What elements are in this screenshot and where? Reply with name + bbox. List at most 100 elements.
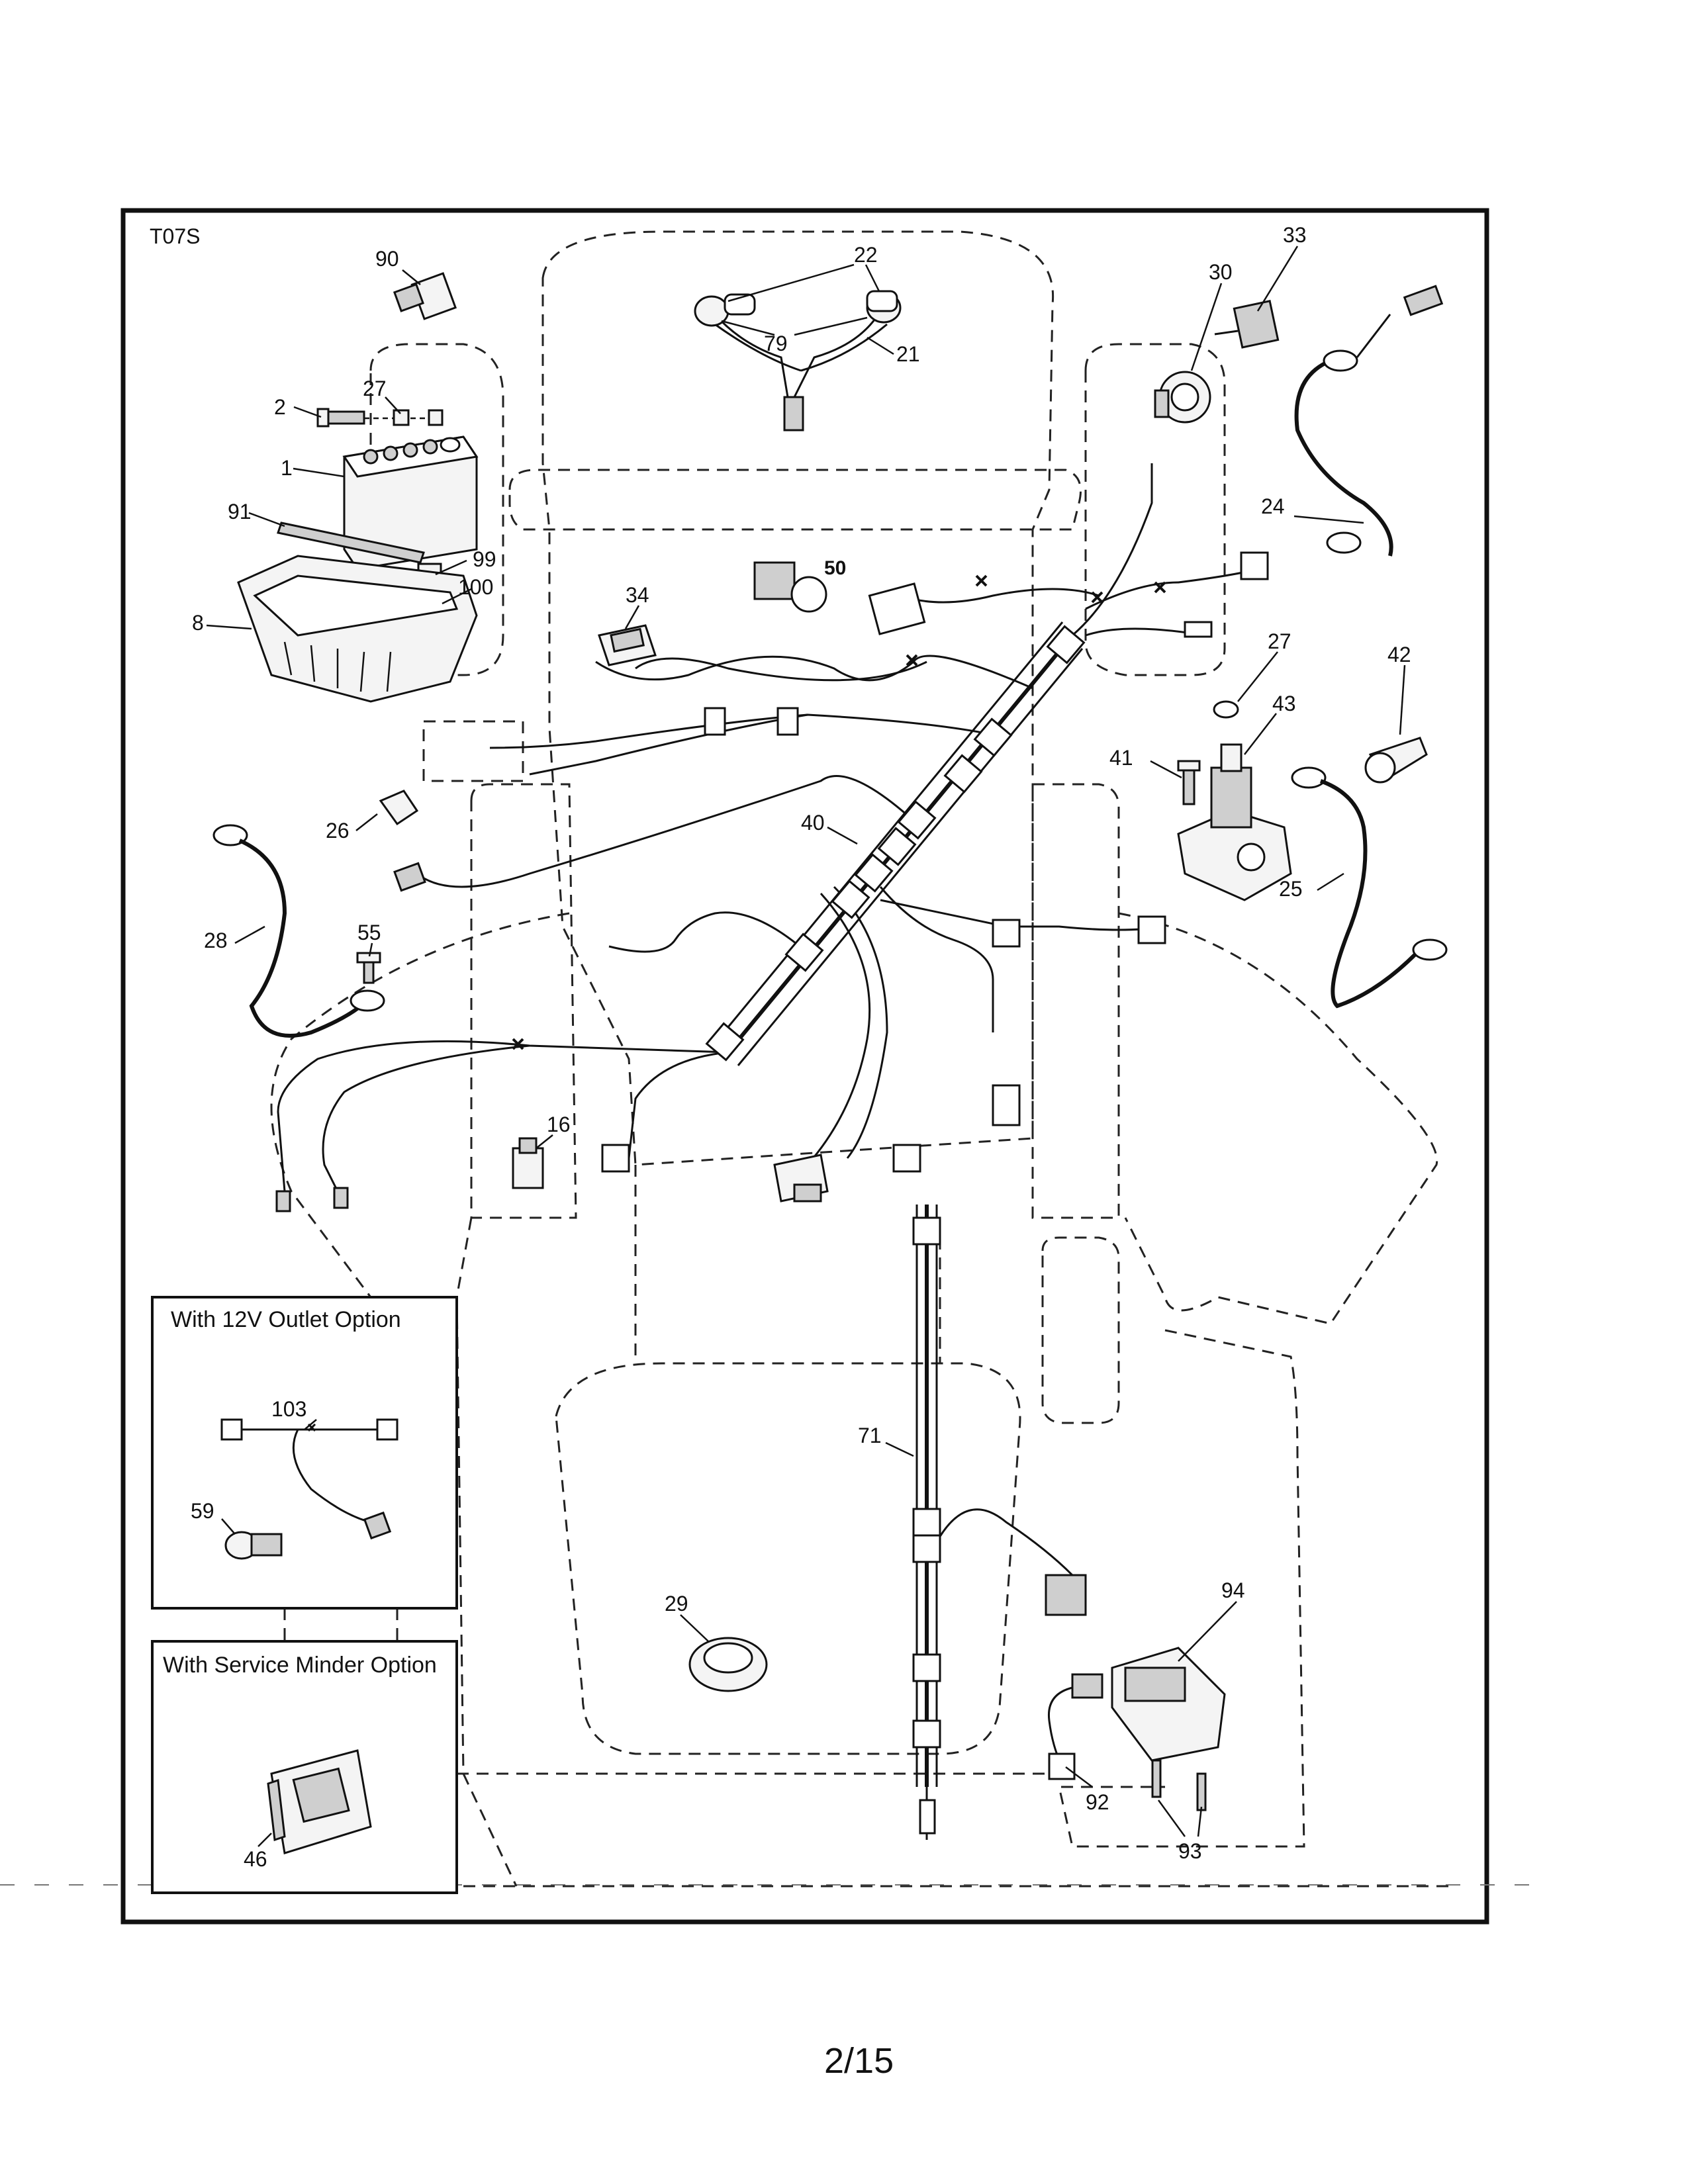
part-92-connector: [1047, 1673, 1103, 1780]
seat-outline: [555, 1362, 1021, 1755]
harness-branch-pto-sw: [833, 886, 888, 1159]
callout-100: 100: [458, 575, 493, 599]
harness-branch-pto: [900, 588, 1100, 604]
callout-16: 16: [547, 1113, 571, 1136]
inset-12v-frame: [151, 1296, 458, 1610]
part-41-bolt: [1177, 760, 1201, 805]
inset-12v-outlet: With 12V Outlet Option: [151, 1296, 458, 1610]
callout-40: 40: [801, 811, 825, 835]
callout-92: 92: [1086, 1790, 1109, 1814]
harness-branch-seat: [879, 886, 994, 1032]
part-16-switch: [512, 1137, 544, 1189]
part-42-boot: [1364, 737, 1428, 784]
harness-branch-ignition: [1072, 463, 1153, 637]
callout-33: 33: [1283, 223, 1307, 247]
harness-branch-fuse: [416, 775, 915, 888]
ignition-area-outline: [1084, 343, 1226, 676]
inset-service-minder: With Service Minder Option: [151, 1640, 458, 1894]
harness-branch-switches-2: [635, 657, 927, 682]
splice-marks: [512, 574, 1166, 1050]
part-26-fuse: [379, 790, 419, 826]
right-panel-outline: [1031, 783, 1120, 1219]
leader-lines: [206, 246, 1406, 1847]
harness-branch-pto-left: [628, 1051, 729, 1159]
callout-27-solenoid: 27: [1268, 629, 1291, 653]
rear-frame-outline: [455, 1297, 1456, 1888]
harness-71-edge: [915, 1205, 938, 1787]
tractor-outline: [270, 230, 1456, 1888]
part-24-cable: [1294, 285, 1444, 557]
part-34-switch: [598, 624, 657, 666]
callout-103: 103: [271, 1397, 306, 1421]
harness-branch-clutch: [608, 911, 808, 954]
harness-trunk-edge: [717, 621, 1084, 1066]
harness-branch-switches: [595, 655, 1033, 690]
part-2-bolt: [316, 408, 365, 428]
callout-55: 55: [357, 921, 381, 944]
right-fender-outline: [1118, 912, 1438, 1325]
harness-branch-ground-2: [322, 1044, 530, 1192]
callout-91: 91: [228, 500, 252, 523]
callout-71: 71: [858, 1424, 882, 1447]
callout-93: 93: [1178, 1839, 1202, 1863]
callout-2: 2: [274, 395, 286, 419]
callout-99: 99: [473, 547, 496, 571]
harness-clips: [705, 625, 1086, 1749]
part-43-solenoid: [1177, 743, 1292, 901]
callout-50: 50: [824, 557, 846, 579]
callout-41: 41: [1109, 746, 1133, 770]
callout-25: 25: [1279, 877, 1303, 901]
part-91-strap: [277, 522, 425, 564]
part-28-cable: [212, 824, 385, 1038]
harness-branch-left: [489, 713, 994, 749]
inset-link-lines: [283, 1608, 399, 1641]
callout-43: 43: [1272, 692, 1296, 715]
callout-79: 79: [764, 332, 788, 355]
callout-34: 34: [626, 583, 649, 607]
dash-panel-outline: [508, 469, 1082, 531]
callout-46: 46: [244, 1847, 267, 1871]
harness-71-branch: [935, 1508, 1074, 1576]
harness-branch-lights: [1085, 568, 1258, 610]
callout-24: 24: [1261, 494, 1285, 518]
callout-29: 29: [665, 1592, 688, 1615]
part-21-headlight-harness: [694, 290, 902, 432]
part-30-ignition-switch: [1154, 371, 1211, 424]
callout-27-battery: 27: [363, 377, 387, 400]
battery-tray-outline: [369, 343, 504, 676]
part-27-nut: [393, 409, 444, 426]
harness-clip-outline: [422, 720, 524, 782]
page-number: 2/15: [824, 2041, 894, 2081]
callout-1: 1: [281, 456, 293, 480]
part-8-battery-tray: [237, 555, 478, 703]
parts: [212, 272, 1448, 1835]
part-pto-switch: [773, 1154, 829, 1203]
rear-right-outline: [1058, 1329, 1305, 1848]
left-panel-outline: [470, 783, 577, 1219]
harness-connectors: [601, 551, 1269, 1173]
part-27-nut-right: [1213, 700, 1239, 719]
part-90-connector: [393, 272, 457, 320]
part-50-switch: [753, 561, 926, 635]
part-55-screw: [356, 952, 381, 984]
harness-branch-ground: [277, 1040, 729, 1192]
rear-harness-end: [919, 1799, 936, 1835]
ground-lugs: [275, 1187, 349, 1212]
callout-labels: T07S 90 22 33 30 79 21 27 2 1 91 99 100 …: [150, 223, 1411, 1871]
callout-94: 94: [1221, 1578, 1245, 1602]
fuse-holder-connector: [393, 862, 426, 892]
part-94-module: [1111, 1647, 1226, 1762]
part-25-cable: [1291, 766, 1448, 1009]
left-fender-outline: [270, 912, 570, 1298]
inset-minder-title: With Service Minder Option: [163, 1653, 437, 1678]
inset-12v-title: With 12V Outlet Option: [171, 1307, 401, 1332]
callout-90: 90: [375, 247, 399, 271]
part-33-key: [1214, 300, 1280, 349]
callout-8: 8: [192, 611, 204, 635]
harness-branch-pto-sw-2: [806, 892, 871, 1165]
diagram-frame: [120, 208, 1489, 1925]
callout-59: 59: [191, 1499, 214, 1523]
part-29-grommet: [688, 1637, 768, 1692]
diagram-code: T07S: [150, 224, 200, 248]
